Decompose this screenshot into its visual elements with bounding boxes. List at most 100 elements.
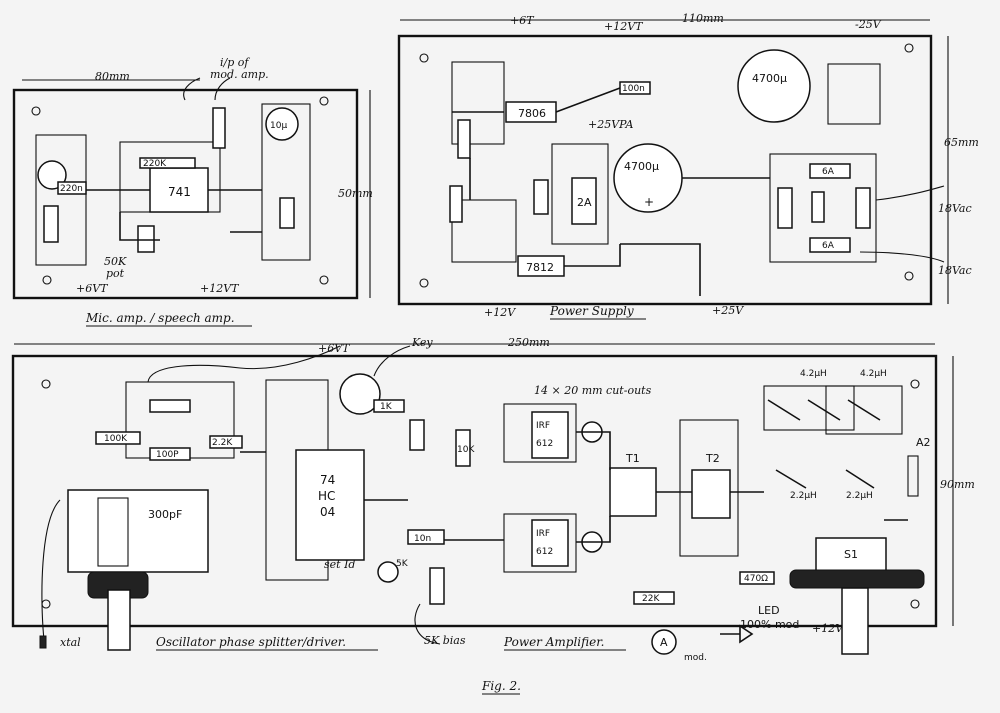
ac-wire-2 <box>859 251 945 263</box>
ac-input-1: 18Vac <box>938 202 972 215</box>
variable-capacitor-shaft <box>107 589 131 651</box>
mic-input-note: i/p of mod. amp. <box>210 56 269 81</box>
part-1k: 1K <box>380 402 393 412</box>
mic-width-dim: 80mm <box>95 70 130 83</box>
lower-board-outline <box>11 354 938 628</box>
cutouts-note: 14 × 20 mm cut-outs <box>534 384 652 397</box>
fuse-holder-area <box>551 143 609 245</box>
mosfet-2-label-b: 612 <box>536 547 553 557</box>
cap-10n-b <box>407 529 445 545</box>
diode-6a-2 <box>777 187 793 229</box>
ic-label-1: 74 <box>320 473 335 487</box>
vc-label: 300pF <box>148 508 182 521</box>
part-100p: 100P <box>156 450 179 460</box>
mic-board-title: Mic. amp. / speech amp. <box>85 311 235 325</box>
mosfet-irf612-2 <box>531 519 569 567</box>
resistor-1k <box>373 399 405 413</box>
figure-caption: Fig. 2. <box>481 679 521 693</box>
toroid-windings-b <box>775 469 875 489</box>
mounting-hole <box>41 599 51 609</box>
input-wire <box>183 77 201 101</box>
filter-block-b <box>825 385 903 435</box>
mic-traces <box>86 189 262 241</box>
rail-6t: +6T <box>510 14 535 27</box>
antenna-label: A2 <box>916 436 931 449</box>
cap-4700u-b-label: 4700µ <box>752 72 787 85</box>
ic-74hc04 <box>295 449 365 561</box>
mounting-hole <box>319 275 329 285</box>
lower-height-dim: 90mm <box>940 478 975 491</box>
crystal-label: xtal <box>60 636 81 649</box>
led-label-2: 100% mod <box>740 618 799 631</box>
meter <box>651 629 677 655</box>
mic-output-section <box>261 103 311 261</box>
capacitor-4700u-b <box>737 49 811 123</box>
part-22k: 22K <box>642 594 660 604</box>
inductor-label-1: 4.2µH <box>800 369 827 379</box>
switch-label: S1 <box>844 548 858 561</box>
diode-1-label: 6A <box>822 167 835 177</box>
mounting-hole <box>904 271 914 281</box>
t2-label: T2 <box>705 452 720 465</box>
toroid-windings-a <box>767 399 881 421</box>
inductor-label-4: 2.2µH <box>846 491 873 501</box>
lower-width-dim: 250mm <box>507 336 550 349</box>
mosfet-1-label-a: IRF <box>536 421 550 431</box>
resistor-100k <box>95 431 141 445</box>
supply-wire <box>147 345 341 383</box>
mounting-hole <box>419 53 429 63</box>
part-10k: 10K <box>457 445 475 455</box>
xtal-wire <box>41 499 61 641</box>
cap-4700u-a-label: 4700µ <box>624 160 659 173</box>
ic-label-3: 04 <box>320 505 335 519</box>
cap-polarity: + <box>644 195 654 209</box>
mic-pot-label-2: pot <box>106 267 125 280</box>
resistor-2.2k <box>209 435 243 449</box>
mosfet-2-label-a: IRF <box>536 529 550 539</box>
transformer-t2 <box>691 469 731 519</box>
t1-label: T1 <box>625 452 640 465</box>
bridge-rectifier-area <box>769 153 877 263</box>
mosfet-1-cutout <box>503 403 577 463</box>
mic-height-dim: 50mm <box>338 187 373 200</box>
mic-amp-board: 80mm 50mm i/p of mod. amp. 741 10µ 220n … <box>12 56 373 327</box>
cap-10n-a <box>409 419 425 451</box>
meter-label: A <box>660 636 668 649</box>
capacitor-10u <box>265 107 299 141</box>
mic-input-note-line1: i/p of <box>220 56 250 69</box>
cap-100n-b <box>457 119 471 159</box>
mic-board-outline <box>12 88 359 300</box>
diode-6a-4 <box>809 237 851 253</box>
osc-section-title: Oscillator phase splitter/driver. <box>156 635 346 649</box>
ac-wire-1 <box>875 185 945 201</box>
preset-5k <box>377 561 399 583</box>
resistor-470 <box>739 571 775 585</box>
fuse-label: 2A <box>577 196 592 209</box>
rail-12v-lower: +12V <box>812 622 844 635</box>
reg-7806-heatsink <box>451 61 505 145</box>
variable-capacitor <box>67 489 209 573</box>
ac-input-2: 18Vac <box>938 264 972 277</box>
bias-wire <box>414 603 441 645</box>
cap-100p <box>149 447 191 461</box>
mounting-hole <box>910 599 920 609</box>
diode-6a-3 <box>855 187 871 229</box>
mounting-hole <box>319 96 329 106</box>
key-label: Key <box>411 336 433 349</box>
opamp-label: 741 <box>168 185 191 199</box>
rail-neg25v: -25V <box>855 18 882 31</box>
reg-7812-heatsink <box>451 199 517 263</box>
diode-4-label: 6A <box>822 241 835 251</box>
amp-section-title: Power Amplifier. <box>503 635 604 649</box>
resistor-bias <box>429 567 445 605</box>
resistor-10k <box>137 225 155 253</box>
rail-25vpa: +25VPA <box>588 118 634 131</box>
lower-traces <box>240 431 908 543</box>
cap-100n-d <box>533 179 549 215</box>
filter-block-a <box>763 385 855 431</box>
key-wire <box>373 345 411 377</box>
resistor-2.2k <box>43 205 59 243</box>
mounting-hole <box>904 43 914 53</box>
cap-10n <box>212 107 226 149</box>
fuse-2a <box>571 177 597 225</box>
